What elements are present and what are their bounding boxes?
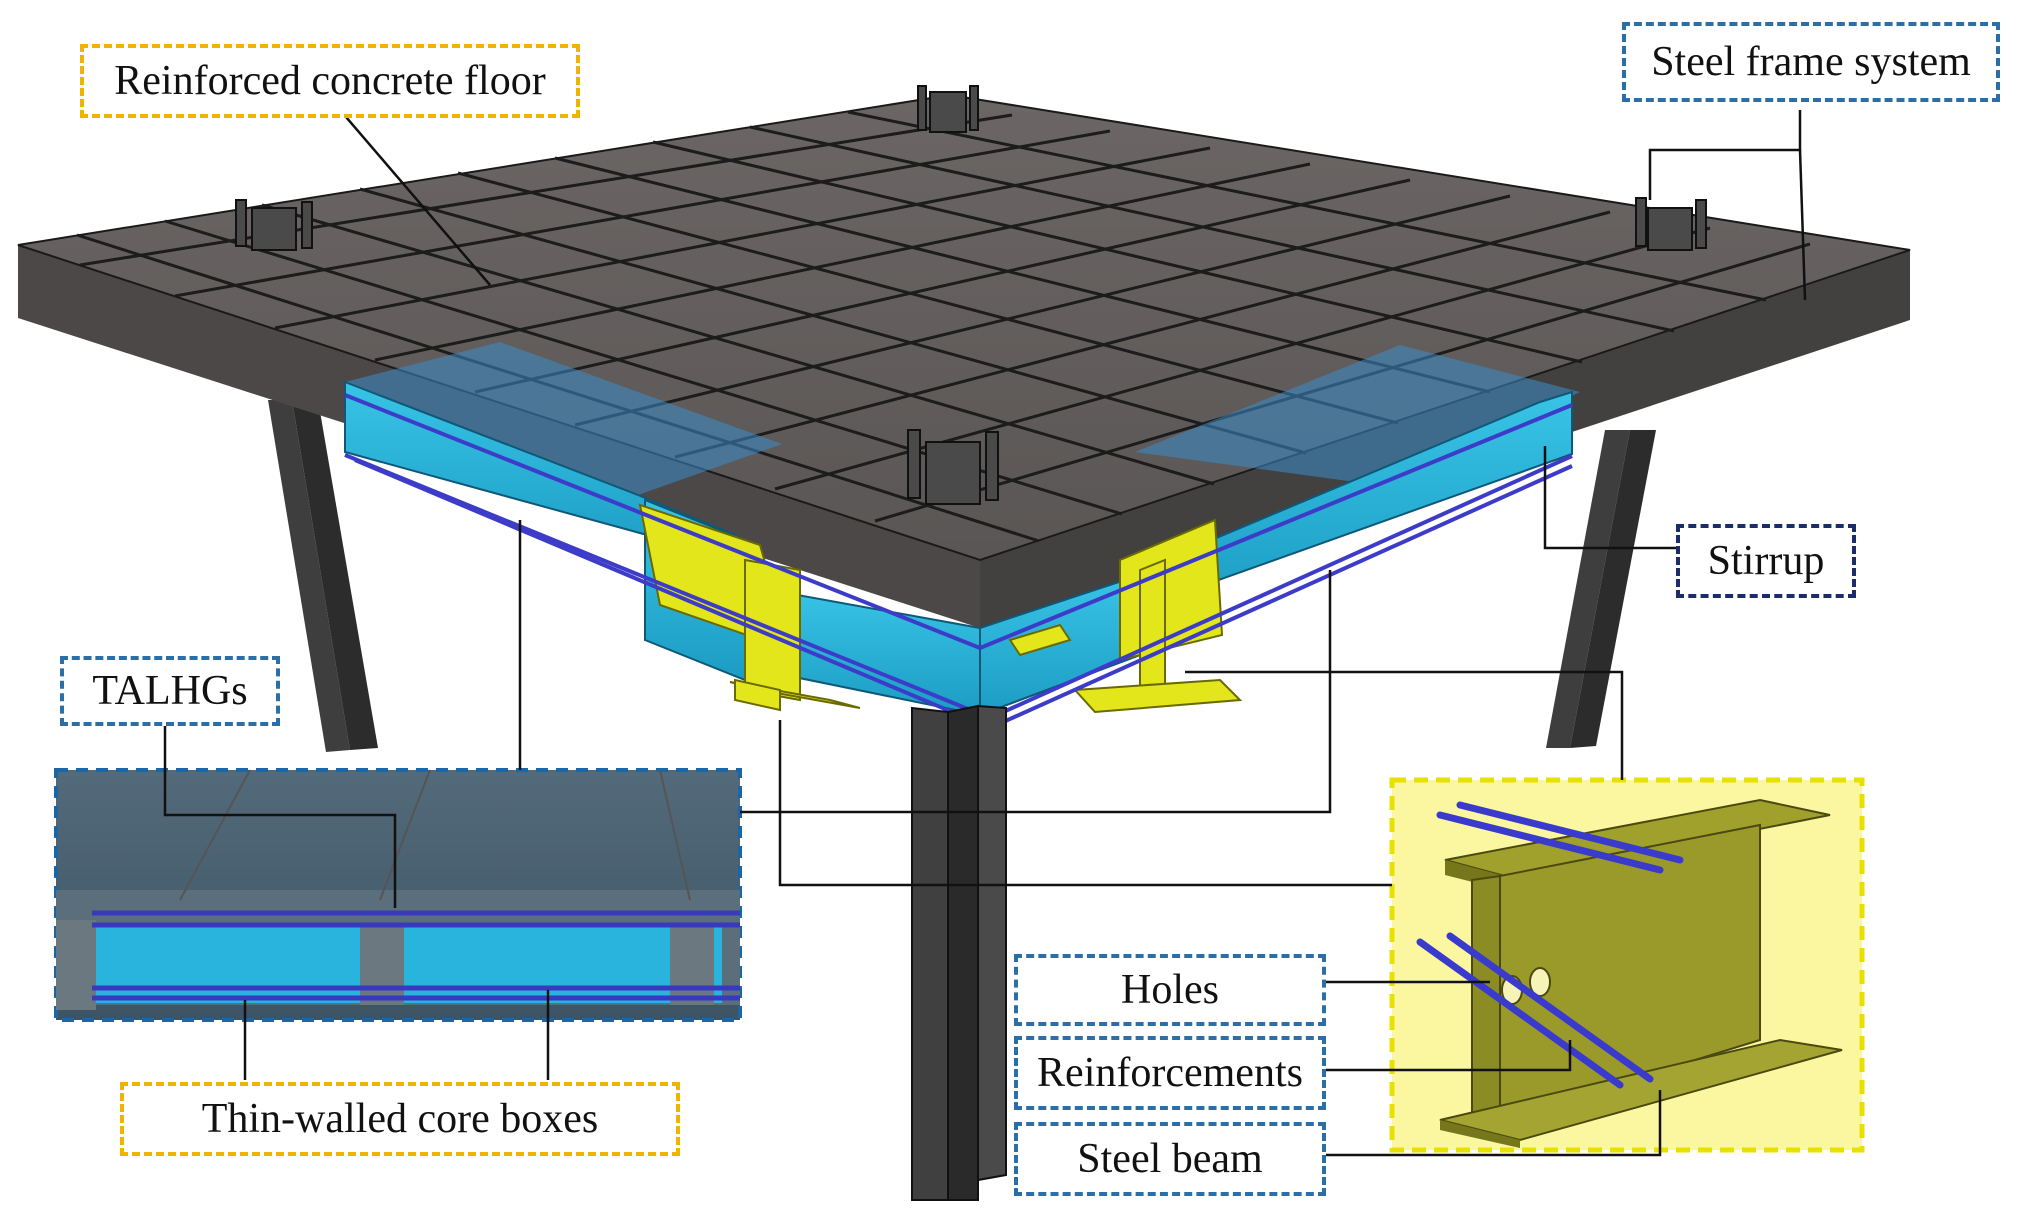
label-reinforced-concrete-floor: Reinforced concrete floor: [80, 44, 580, 118]
label-reinforcements: Reinforcements: [1014, 1036, 1326, 1110]
back-columns: [268, 400, 1656, 752]
rebar-lines: [344, 393, 1573, 730]
leader-lines: [163, 109, 1807, 1157]
core-box-detail-inset: [54, 768, 742, 1022]
label-steel-frame-system: Steel frame system: [1622, 22, 2000, 102]
label-talhgs: TALHGs: [60, 656, 280, 726]
label-holes: Holes: [1014, 954, 1326, 1026]
column-stubs: [235, 85, 1707, 505]
label-thin-walled-core-boxes: Thin-walled core boxes: [120, 1082, 680, 1156]
front-column: [911, 704, 1007, 1201]
label-stirrup: Stirrup: [1676, 524, 1856, 598]
hollow-section-highlights: [345, 342, 1580, 495]
steel-beam-detail-inset: [1389, 777, 1865, 1153]
label-steel-beam: Steel beam: [1014, 1122, 1326, 1196]
